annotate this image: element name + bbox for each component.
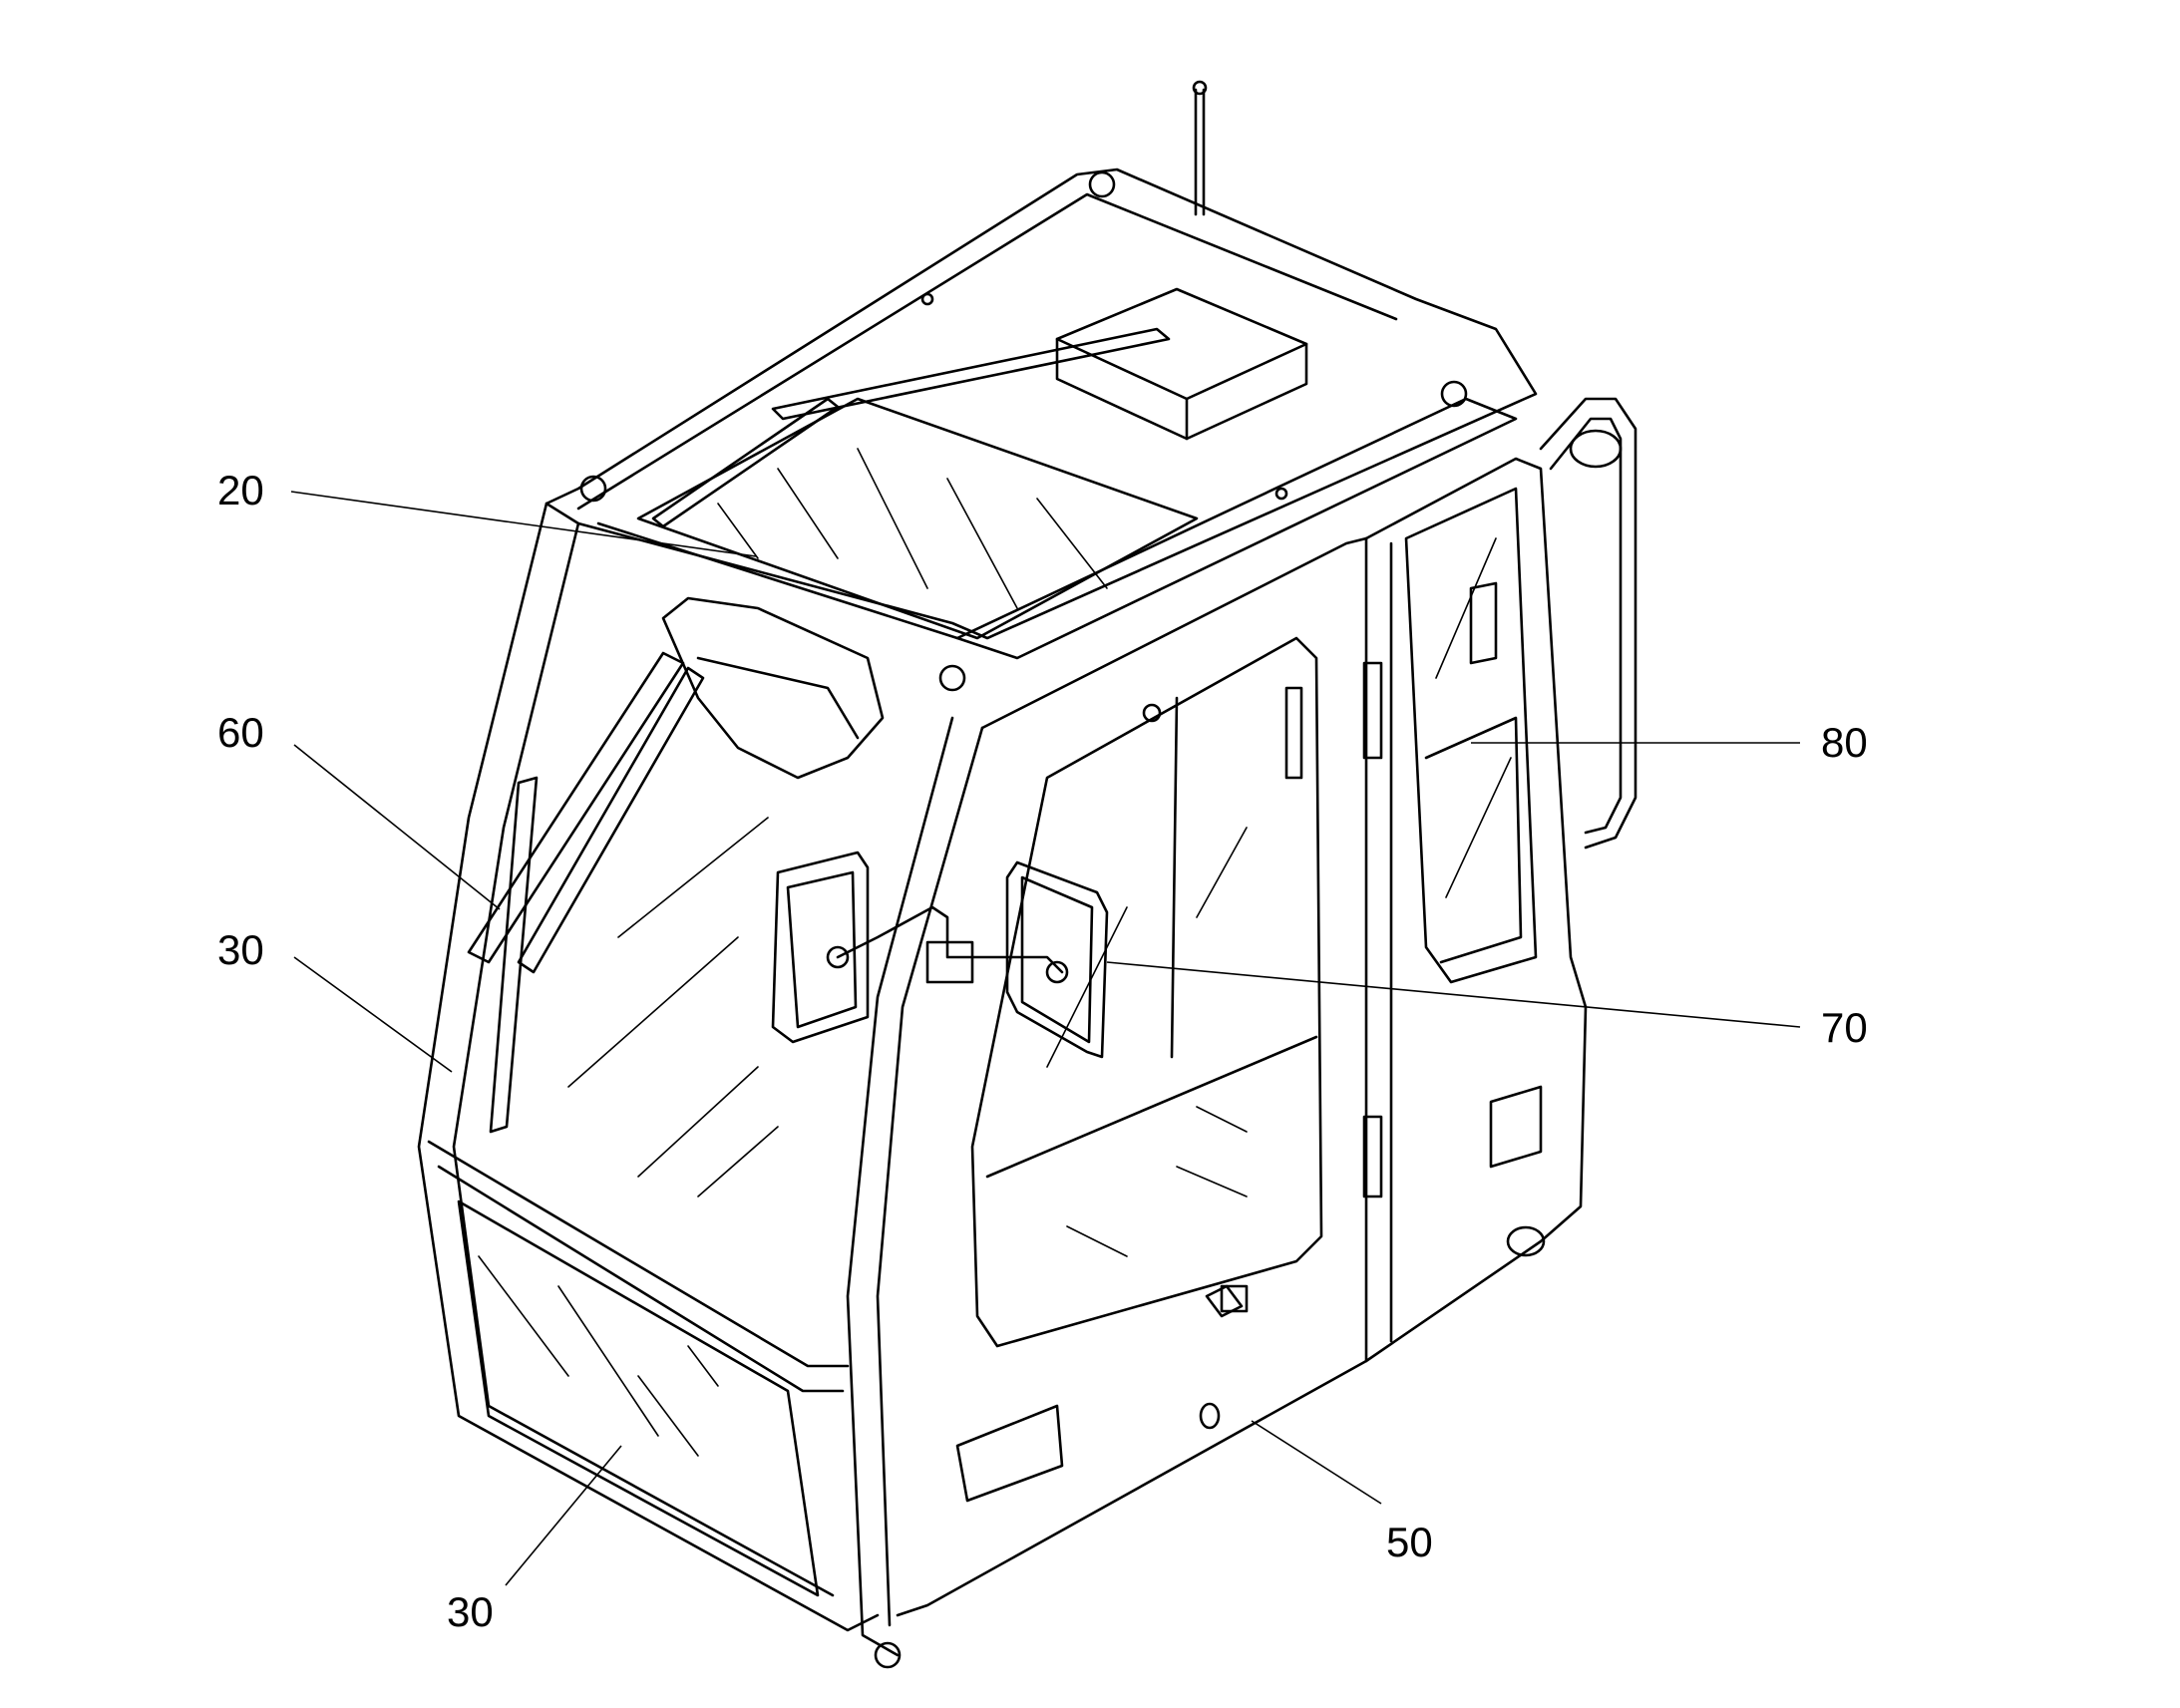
cab-illustration [417,80,1637,1669]
front-frame [417,502,984,1657]
rear-side-window-panel [1404,487,1538,984]
callout-60: 60 [217,709,264,756]
roof-glass-panel [636,397,1199,640]
antenna [1192,80,1208,216]
leader-lines [290,491,1801,1586]
leader-30-upper [293,956,453,1073]
mirrors [771,851,1109,1059]
leader-70 [1106,961,1801,1028]
front-upper-glass-panel [567,817,779,1197]
leader-50 [1251,1420,1382,1505]
leader-30-lower [505,1445,622,1586]
callout-80: 80 [1821,719,1868,766]
front-wiper [467,596,885,1134]
callout-labels: 20 60 30 30 50 70 80 [217,467,1868,1635]
callout-50: 50 [1386,1519,1433,1565]
callout-70: 70 [1821,1004,1868,1051]
leader-20 [290,491,757,557]
tow-eye [874,1284,1244,1669]
door-panel [896,536,1368,1617]
callout-20: 20 [217,467,264,513]
leader-60 [293,744,501,910]
callout-30-lower: 30 [447,1588,494,1635]
front-lower-glass-panel [457,1199,820,1597]
roof [545,168,1538,692]
rear-body [1362,397,1637,1363]
callout-30-upper: 30 [217,926,264,973]
